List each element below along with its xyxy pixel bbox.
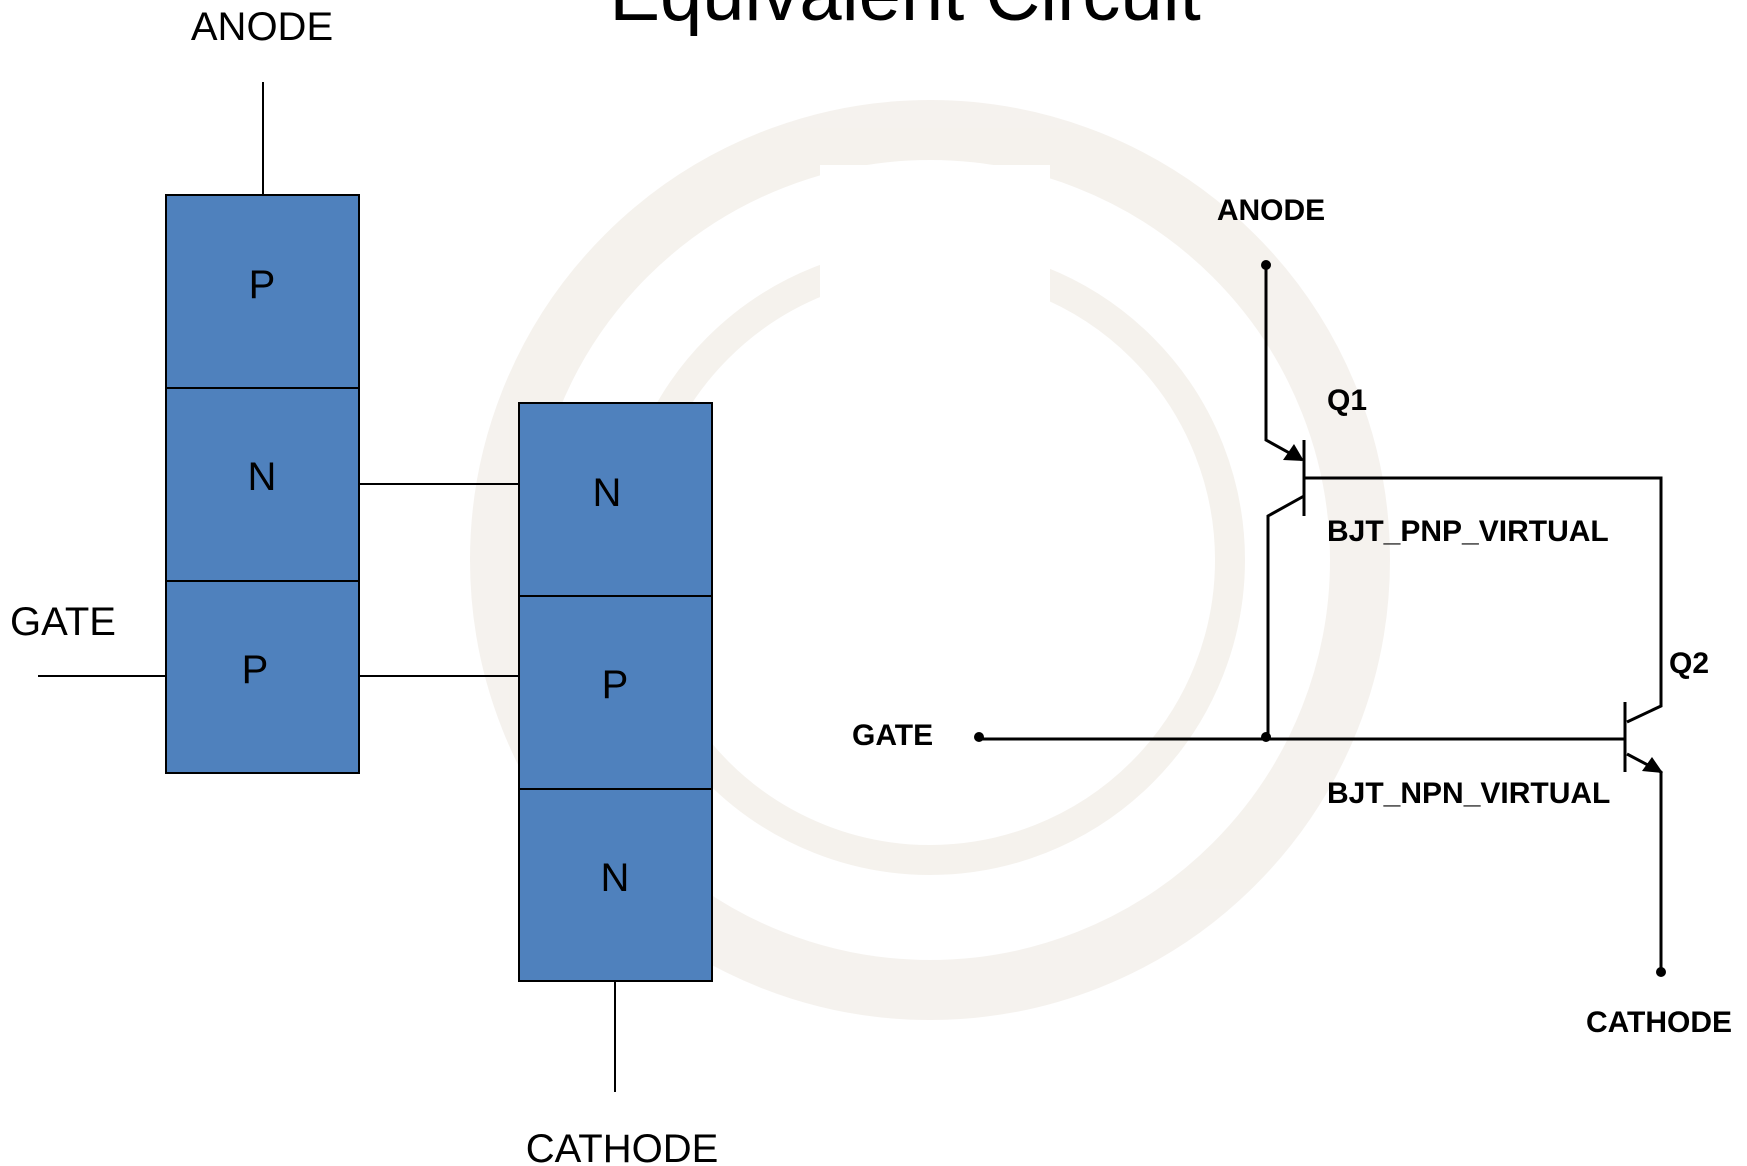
right-layer-p	[518, 595, 713, 790]
schematic-cathode-label: CATHODE	[1586, 1006, 1732, 1039]
q2-emitter-arrow-icon	[1642, 757, 1663, 773]
q1-base-to-q2-collector-wire	[1304, 476, 1663, 724]
right-layer-label: N	[601, 856, 630, 900]
right-layer-label: N	[593, 471, 622, 515]
q1-model-label: BJT_PNP_VIRTUAL	[1327, 515, 1609, 548]
right-layer-n-top	[518, 402, 713, 597]
q1-collector-wire	[1266, 494, 1305, 737]
left-layer-p-top	[165, 194, 360, 389]
left-layer-n	[165, 387, 360, 582]
right-layer-label: P	[602, 663, 629, 707]
gate-junction-dot	[1261, 732, 1271, 742]
left-layer-p-bottom	[165, 580, 360, 774]
schematic-anode-label: ANODE	[1217, 194, 1325, 227]
q2-emitter-wire	[1626, 752, 1663, 972]
q2-model-label: BJT_NPN_VIRTUAL	[1327, 777, 1610, 810]
q2-label: Q2	[1669, 647, 1709, 680]
left-layer-label: P	[249, 263, 276, 307]
layer-anode-label: ANODE	[191, 5, 333, 49]
cathode-terminal-dot	[1656, 967, 1666, 977]
right-layer-n-bottom	[518, 788, 713, 982]
schematic-gate-label: GATE	[852, 719, 933, 752]
q1-label: Q1	[1327, 384, 1367, 417]
layer-cathode-label: CATHODE	[526, 1127, 719, 1166]
q1-emitter-arrow-icon	[1283, 444, 1304, 461]
left-layer-label: N	[248, 455, 277, 499]
layer-gate-label: GATE	[10, 600, 116, 644]
page-title: Equivalent Circuit	[609, 0, 1200, 37]
schematic-labels: ANODE Q1 BJT_PNP_VIRTUAL GATE Q2 BJT_NPN…	[852, 194, 1732, 1039]
watermark-panel	[820, 165, 1050, 495]
layer-model: ANODE P N P GATE N P N CATHODE	[10, 5, 718, 1166]
transistor-schematic	[974, 260, 1666, 977]
left-layer-label: P	[242, 648, 269, 692]
